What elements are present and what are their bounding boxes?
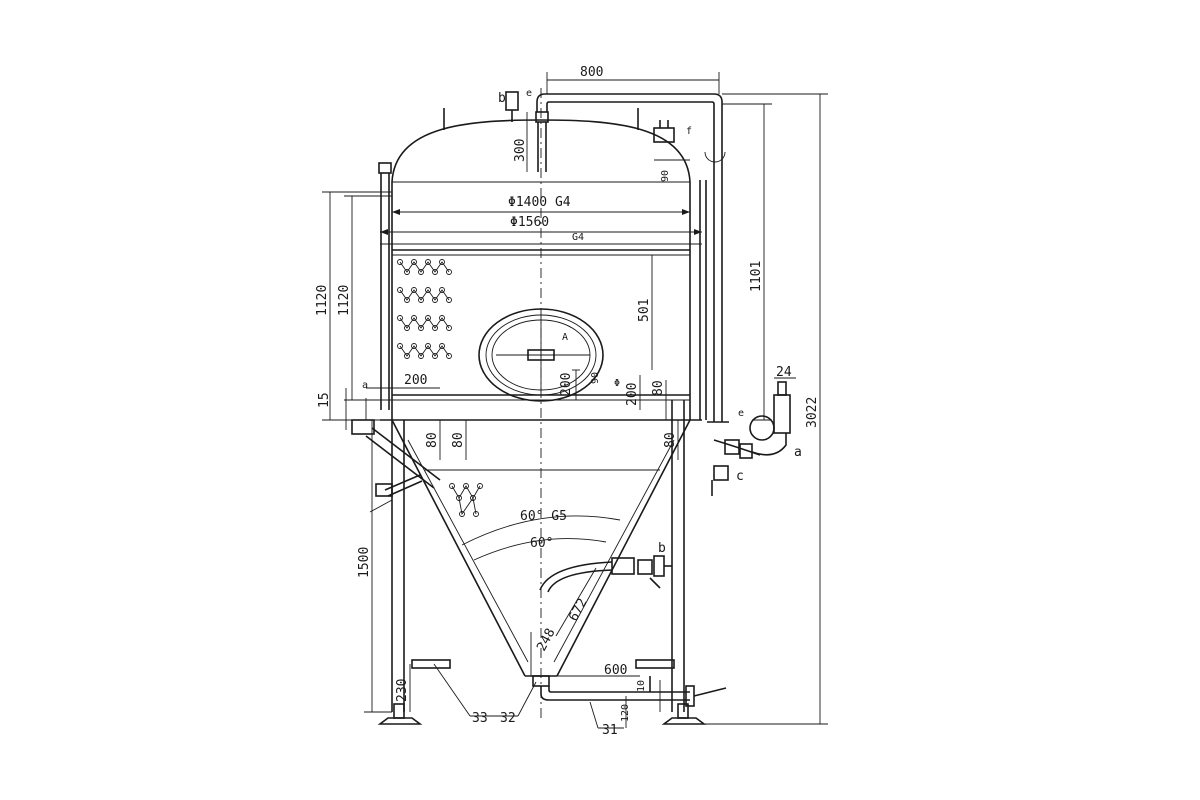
dim-cone-bottom: 248: [534, 626, 558, 654]
dim-bottom-pipe-length: 600: [604, 663, 627, 678]
dim-cone-angle-inner: 60°: [530, 536, 553, 551]
dim-foot-height: 230: [395, 679, 410, 702]
cone-left-outer: [391, 419, 526, 677]
jacket-riser: [699, 180, 707, 420]
dim-top-width: 800: [580, 65, 603, 80]
jacket-dimple-pattern: [397, 259, 483, 517]
label-b-top: b: [498, 91, 506, 106]
label-manway-a: A: [562, 332, 568, 343]
dim-port-height: 200: [625, 383, 640, 406]
top-pipe: [536, 93, 729, 423]
vent-valve: [505, 91, 519, 111]
dim-left-offset: 15: [317, 392, 332, 408]
dimension-texts: 800 300 90 Φ1400 G4 Φ1560 G4 1120 1120 1…: [315, 65, 820, 722]
cone-right-outer: [556, 419, 691, 677]
dim-right-side-offset: 80: [651, 380, 666, 396]
dim-left-height-b: 1120: [337, 285, 352, 316]
dim-left-height-a: 1120: [315, 285, 330, 316]
dim-jacket-height: 1101: [749, 261, 764, 292]
tank-body: [380, 119, 702, 687]
label-c-right: c: [736, 469, 744, 484]
callout-33: 33: [472, 711, 488, 726]
dim-inner-diameter: Φ1400 G4: [508, 195, 571, 210]
label-a-right: a: [794, 445, 802, 460]
dim-cone-angle-outer: 60° G5: [520, 509, 567, 524]
dim-bottom-right: 120: [620, 704, 631, 722]
dim-manway-side: 90: [590, 372, 601, 384]
dim-nozzle-size: 24: [776, 365, 792, 380]
support-legs: [377, 399, 707, 725]
dim-total-height: 3022: [805, 397, 820, 428]
dim-cone-offset-b: 80: [451, 432, 466, 448]
right-instruments: [711, 381, 791, 496]
dim-outer-diameter: Φ1560: [510, 215, 549, 230]
left-pipe: [378, 162, 392, 410]
letter-labels: b e f a e a c b A: [362, 88, 802, 556]
top-fittings: [443, 91, 726, 172]
dim-outer-grade: G4: [572, 232, 584, 243]
label-e-top: e: [526, 88, 532, 99]
pressure-fitting: [653, 127, 675, 143]
label-a-left: a: [362, 380, 368, 391]
dim-cone-offset-c: 80: [663, 432, 678, 448]
bottom-pipe: [540, 676, 727, 707]
dim-manway-height: 501: [637, 299, 652, 322]
callout-numbers: 33 32 31: [472, 711, 618, 738]
dim-head-height: 300: [513, 139, 528, 162]
callout-31: 31: [602, 723, 618, 738]
dimension-lines: [322, 72, 828, 729]
manway-door: [478, 308, 604, 402]
dim-manway-bottom: 200: [559, 373, 574, 396]
dim-port-diameter: Φ: [614, 378, 620, 389]
cip-arm: [535, 111, 549, 123]
label-e-right: e: [738, 408, 744, 419]
callout-32: 32: [500, 711, 516, 726]
dim-cone-offset-a: 80: [425, 432, 440, 448]
racking-arm: [539, 555, 672, 593]
label-b-cone: b: [658, 541, 666, 556]
dim-small: 10: [636, 680, 647, 692]
dim-top-gap: 90: [660, 170, 671, 182]
dim-leg-height: 1500: [357, 547, 372, 578]
dim-nozzle-offset: 200: [404, 373, 427, 388]
label-f-top: f: [686, 126, 692, 137]
